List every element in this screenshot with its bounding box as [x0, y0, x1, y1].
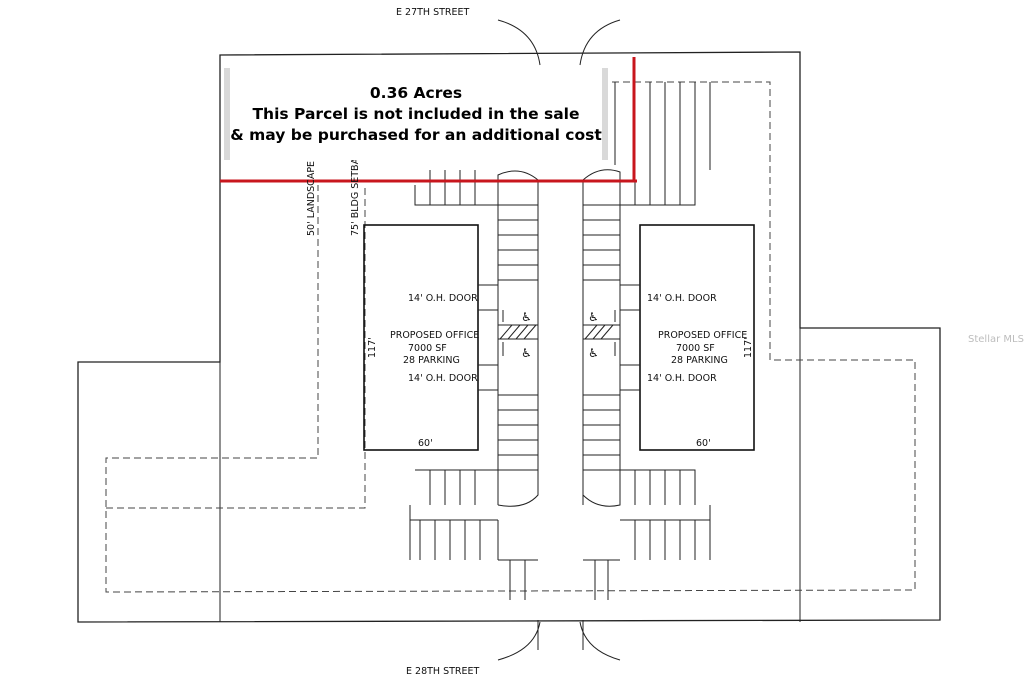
- svg-text:♿: ♿: [588, 310, 599, 324]
- building-area: 7000 SF: [676, 343, 715, 354]
- parcel-note-line: This Parcel is not included in the sale: [252, 104, 580, 123]
- depth-dimension: 117': [367, 337, 378, 358]
- svg-text:♿: ♿: [588, 346, 599, 360]
- parcel-note-line: & may be purchased for an additional cos…: [230, 125, 602, 144]
- property-boundary: [77, 51, 941, 623]
- building-setback-label: 75' BLDG SETBAC: [350, 151, 361, 236]
- width-dimension: 60': [696, 438, 711, 449]
- depth-dimension: 117': [743, 337, 754, 358]
- parcel-acreage: 0.36 Acres: [369, 83, 463, 102]
- svg-text:♿: ♿: [521, 346, 532, 360]
- setback-lines: [105, 81, 916, 593]
- door-label: 14' O.H. DOOR: [647, 293, 717, 304]
- svg-text:♿: ♿: [521, 310, 532, 324]
- building-right: [639, 224, 755, 451]
- building-area: 7000 SF: [408, 343, 447, 354]
- door-aprons: [478, 284, 640, 391]
- building-title: PROPOSED OFFICE: [658, 330, 747, 341]
- watermark: Stellar MLS: [968, 334, 1024, 345]
- building-left-labels: 14' O.H. DOOR PROPOSED OFFICE 7000 SF 28…: [367, 293, 479, 449]
- north-street-label: E 27TH STREET: [396, 7, 470, 18]
- door-label: 14' O.H. DOOR: [647, 373, 717, 384]
- width-dimension: 60': [418, 438, 433, 449]
- south-street-label: E 28TH STREET: [406, 666, 480, 677]
- parking-stalls: [409, 82, 711, 600]
- landscape-setback-label: 50' LANDSCAPE B: [306, 151, 317, 236]
- building-left: [363, 224, 479, 451]
- accessible-parking: [497, 310, 621, 356]
- drive-aisle: [414, 19, 696, 661]
- building-parking: 28 PARKING: [671, 355, 728, 366]
- wheelchair-icon: ♿ ♿ ♿ ♿: [521, 310, 599, 360]
- building-parking: 28 PARKING: [403, 355, 460, 366]
- building-right-labels: 14' O.H. DOOR PROPOSED OFFICE 7000 SF 28…: [647, 293, 754, 449]
- door-label: 14' O.H. DOOR: [408, 373, 478, 384]
- door-label: 14' O.H. DOOR: [408, 293, 478, 304]
- building-title: PROPOSED OFFICE: [390, 330, 479, 341]
- parcel-note: 0.36 Acres This Parcel is not included i…: [224, 68, 608, 160]
